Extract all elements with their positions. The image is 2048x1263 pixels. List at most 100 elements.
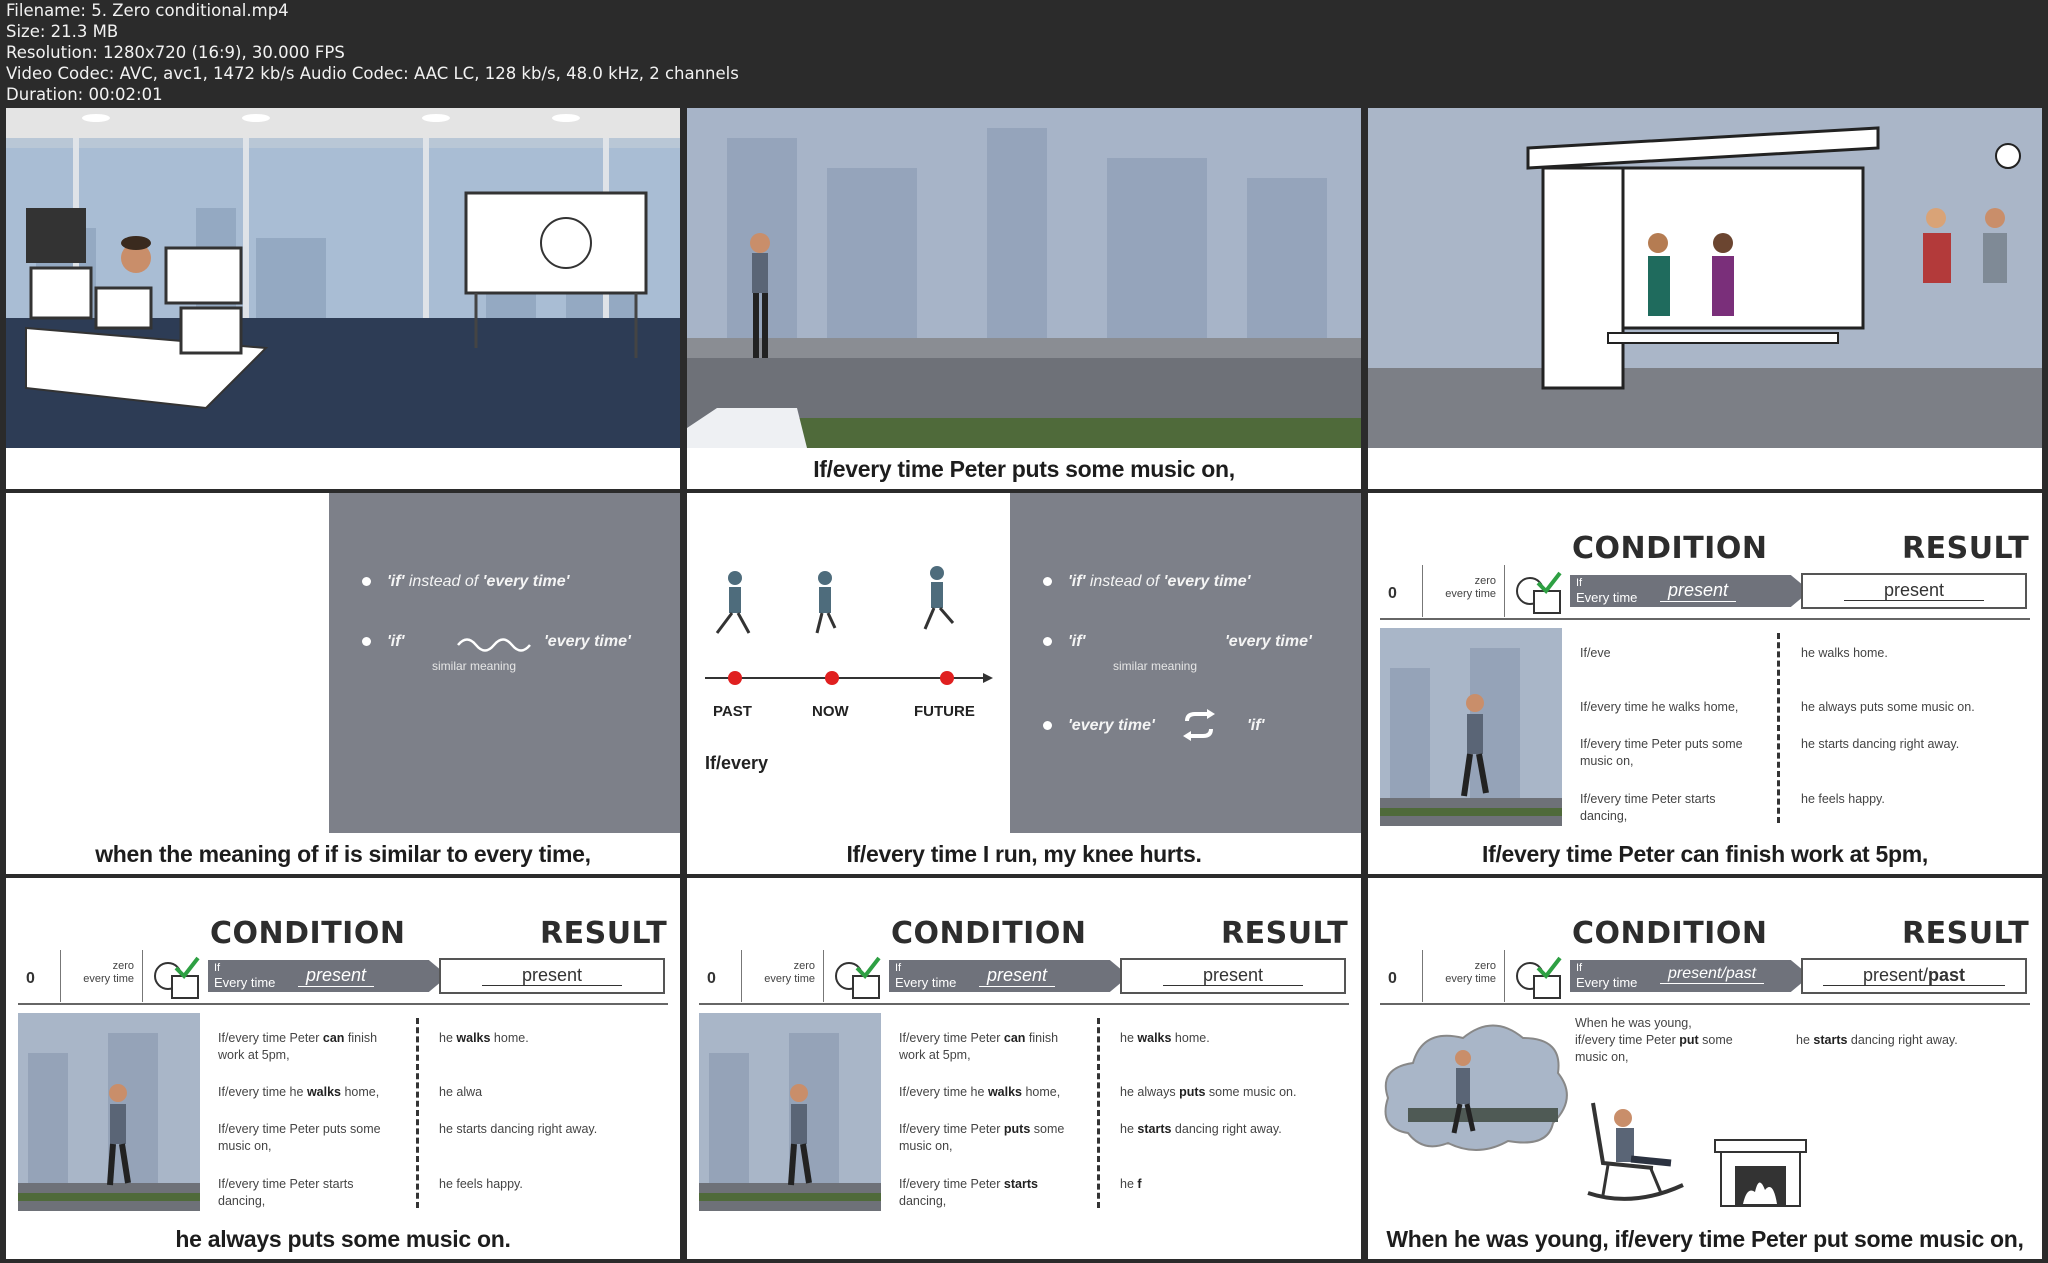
zero-number: 0 bbox=[1388, 970, 1397, 987]
heading-rule bbox=[18, 1003, 668, 1005]
clock-calendar-icon bbox=[835, 956, 881, 999]
result-line-3: he starts dancing right away. bbox=[439, 1122, 598, 1136]
result-line-1: he starts dancing right away. bbox=[1796, 1033, 1958, 1047]
bullet-dot bbox=[362, 577, 371, 587]
bullet-if: 'if' bbox=[1247, 717, 1265, 734]
peter-walking-picture bbox=[18, 1013, 200, 1211]
heading-rule bbox=[1380, 1003, 2030, 1005]
bullet-dot bbox=[1043, 721, 1052, 731]
bullet-swap: 'every time' bbox=[1043, 717, 1155, 735]
condition-line-4: If/every time Peter starts dancing, bbox=[218, 1177, 354, 1208]
result-line-1: he walks home. bbox=[1801, 646, 1888, 660]
clock-calendar-icon bbox=[1516, 571, 1562, 614]
bus-stop-scene bbox=[1368, 108, 2042, 448]
result-line-4: he f bbox=[1120, 1177, 1142, 1191]
result-line-3: he starts dancing right away. bbox=[1120, 1122, 1282, 1136]
column-divider bbox=[1097, 1018, 1100, 1208]
condition-line-2: if/every time Peter put some music on, bbox=[1575, 1033, 1733, 1064]
divider bbox=[1422, 565, 1423, 617]
zero-number: 0 bbox=[1388, 585, 1397, 602]
column-divider bbox=[416, 1018, 419, 1208]
bullet-if-instead: 'if' instead of 'every time' bbox=[1043, 573, 1250, 591]
bullet-every-time: 'every time' bbox=[1225, 633, 1312, 650]
subtitle-caption: If/every time Peter can finish work at 5… bbox=[1482, 841, 1928, 867]
thumbnail-frame-5[interactable]: PAST NOW FUTURE If/every 'if' instead of… bbox=[687, 493, 1361, 874]
condition-tab: If Every time present/past bbox=[1570, 960, 1810, 992]
result-line-4: he feels happy. bbox=[1801, 792, 1885, 806]
heading-rule bbox=[1380, 618, 2030, 620]
result-box: present bbox=[439, 958, 665, 994]
divider bbox=[60, 950, 61, 1002]
result-heading: RESULT bbox=[1221, 916, 1349, 951]
condition-line-1: When he was young, bbox=[1575, 1016, 1692, 1030]
bullet-similar: 'if' bbox=[1043, 633, 1085, 651]
rocking-chair-grandpa-picture bbox=[1587, 1102, 1684, 1201]
condition-tab: If Every time present bbox=[208, 960, 448, 992]
condition-heading: CONDITION bbox=[891, 916, 1087, 951]
similar-meaning-label: similar meaning bbox=[432, 659, 517, 673]
condition-line-2: If/every time he walks home, bbox=[1580, 700, 1739, 714]
zero-number: 0 bbox=[707, 970, 716, 987]
divider bbox=[1504, 950, 1505, 1002]
condition-line-1: If/every time Peter can finish work at 5… bbox=[899, 1031, 1059, 1062]
result-line-2: he alwa bbox=[439, 1085, 483, 1099]
result-box: present/past bbox=[1801, 958, 2027, 994]
meta-duration: Duration: 00:02:01 bbox=[6, 85, 163, 104]
clock-calendar-icon bbox=[154, 956, 200, 999]
divider bbox=[1504, 565, 1505, 617]
bullet-similar: 'if' bbox=[362, 633, 404, 651]
meta-resolution: Resolution: 1280x720 (16:9), 30.000 FPS bbox=[6, 43, 345, 62]
bullet-dot bbox=[362, 637, 371, 647]
result-line-2: he always puts some music on. bbox=[1120, 1085, 1297, 1099]
timeline-figures bbox=[705, 566, 993, 683]
column-divider bbox=[1777, 633, 1780, 823]
divider bbox=[1422, 950, 1423, 1002]
result-line-4: he feels happy. bbox=[439, 1177, 523, 1191]
condition-line-3: If/every time Peter puts some music on, bbox=[218, 1122, 381, 1153]
peter-walking-picture bbox=[1380, 628, 1562, 826]
condition-line-3: If/every time Peter puts some music on, bbox=[1580, 737, 1743, 768]
timeline-markers bbox=[728, 671, 954, 685]
result-line-3: he starts dancing right away. bbox=[1801, 737, 1960, 751]
slide-grey-panel bbox=[1010, 493, 1361, 833]
result-heading: RESULT bbox=[540, 916, 668, 951]
thumbnail-frame-4[interactable]: 'if' instead of 'every time' 'if' 'every… bbox=[6, 493, 680, 874]
result-line-2: he always puts some music on. bbox=[1801, 700, 1975, 714]
bullet-dot bbox=[1043, 577, 1052, 587]
thumbnail-frame-1[interactable] bbox=[6, 108, 680, 489]
subtitle-caption: he always puts some music on. bbox=[175, 1226, 511, 1252]
street-scene bbox=[687, 108, 1361, 448]
condition-heading: CONDITION bbox=[1572, 531, 1768, 566]
zero-number: 0 bbox=[26, 970, 35, 987]
result-heading: RESULT bbox=[1902, 916, 2030, 951]
thumbnail-frame-3[interactable] bbox=[1368, 108, 2042, 489]
thumbnail-frame-2[interactable]: If/every time Peter puts some music on, bbox=[687, 108, 1361, 489]
condition-heading: CONDITION bbox=[210, 916, 406, 951]
wave-icon bbox=[457, 638, 531, 652]
condition-line-3: If/every time Peter puts some music on, bbox=[899, 1122, 1065, 1153]
result-heading: RESULT bbox=[1902, 531, 2030, 566]
meta-size: Size: 21.3 MB bbox=[6, 22, 119, 41]
result-box: present bbox=[1801, 573, 2027, 609]
heading-rule bbox=[699, 1003, 1349, 1005]
subtitle-caption: If/every time Peter puts some music on, bbox=[813, 456, 1235, 482]
subtitle-caption: If/every time I run, my knee hurts. bbox=[846, 841, 1202, 867]
condition-tab: If Every time present bbox=[889, 960, 1129, 992]
fireplace-icon bbox=[1714, 1139, 1807, 1207]
clock-calendar-icon bbox=[1516, 956, 1562, 999]
video-metadata: Filename: 5. Zero conditional.mp4 Size: … bbox=[6, 0, 1406, 105]
subtitle-caption: When he was young, if/every time Peter p… bbox=[1386, 1226, 2024, 1252]
memory-cloud-picture bbox=[1384, 1024, 1568, 1152]
result-line-1: he walks home. bbox=[1120, 1031, 1210, 1045]
slide-grey-panel bbox=[329, 493, 680, 833]
condition-line-2: If/every time he walks home, bbox=[899, 1085, 1061, 1099]
meta-filename: Filename: 5. Zero conditional.mp4 bbox=[6, 1, 289, 20]
condition-line-4: If/every time Peter starts dancing, bbox=[899, 1177, 1038, 1208]
